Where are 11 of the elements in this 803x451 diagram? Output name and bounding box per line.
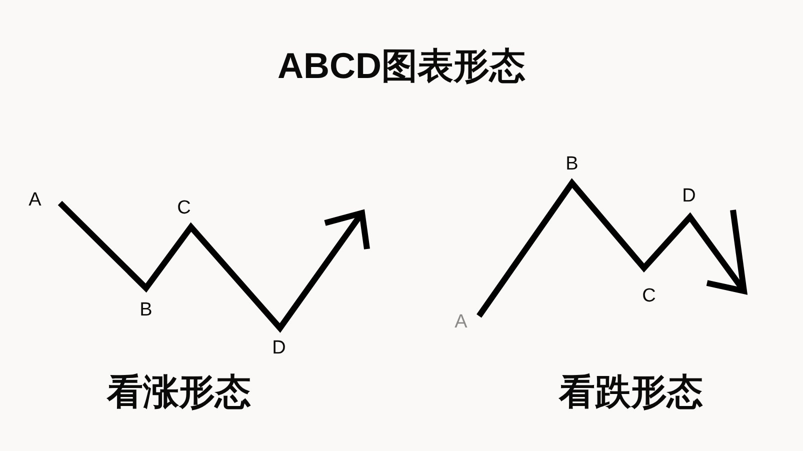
point-label: A — [454, 312, 468, 334]
point-label: D — [682, 186, 696, 208]
point-label: A — [28, 190, 42, 212]
pattern-caption: 看跌形态 — [559, 372, 703, 412]
point-label: B — [140, 300, 152, 322]
point-label: C — [642, 286, 656, 308]
pattern-caption: 看涨形态 — [107, 372, 251, 412]
point-label: B — [566, 154, 578, 176]
point-label: D — [272, 338, 286, 360]
diagram-title: ABCD图表形态 — [276, 44, 526, 88]
point-label: C — [177, 198, 191, 220]
